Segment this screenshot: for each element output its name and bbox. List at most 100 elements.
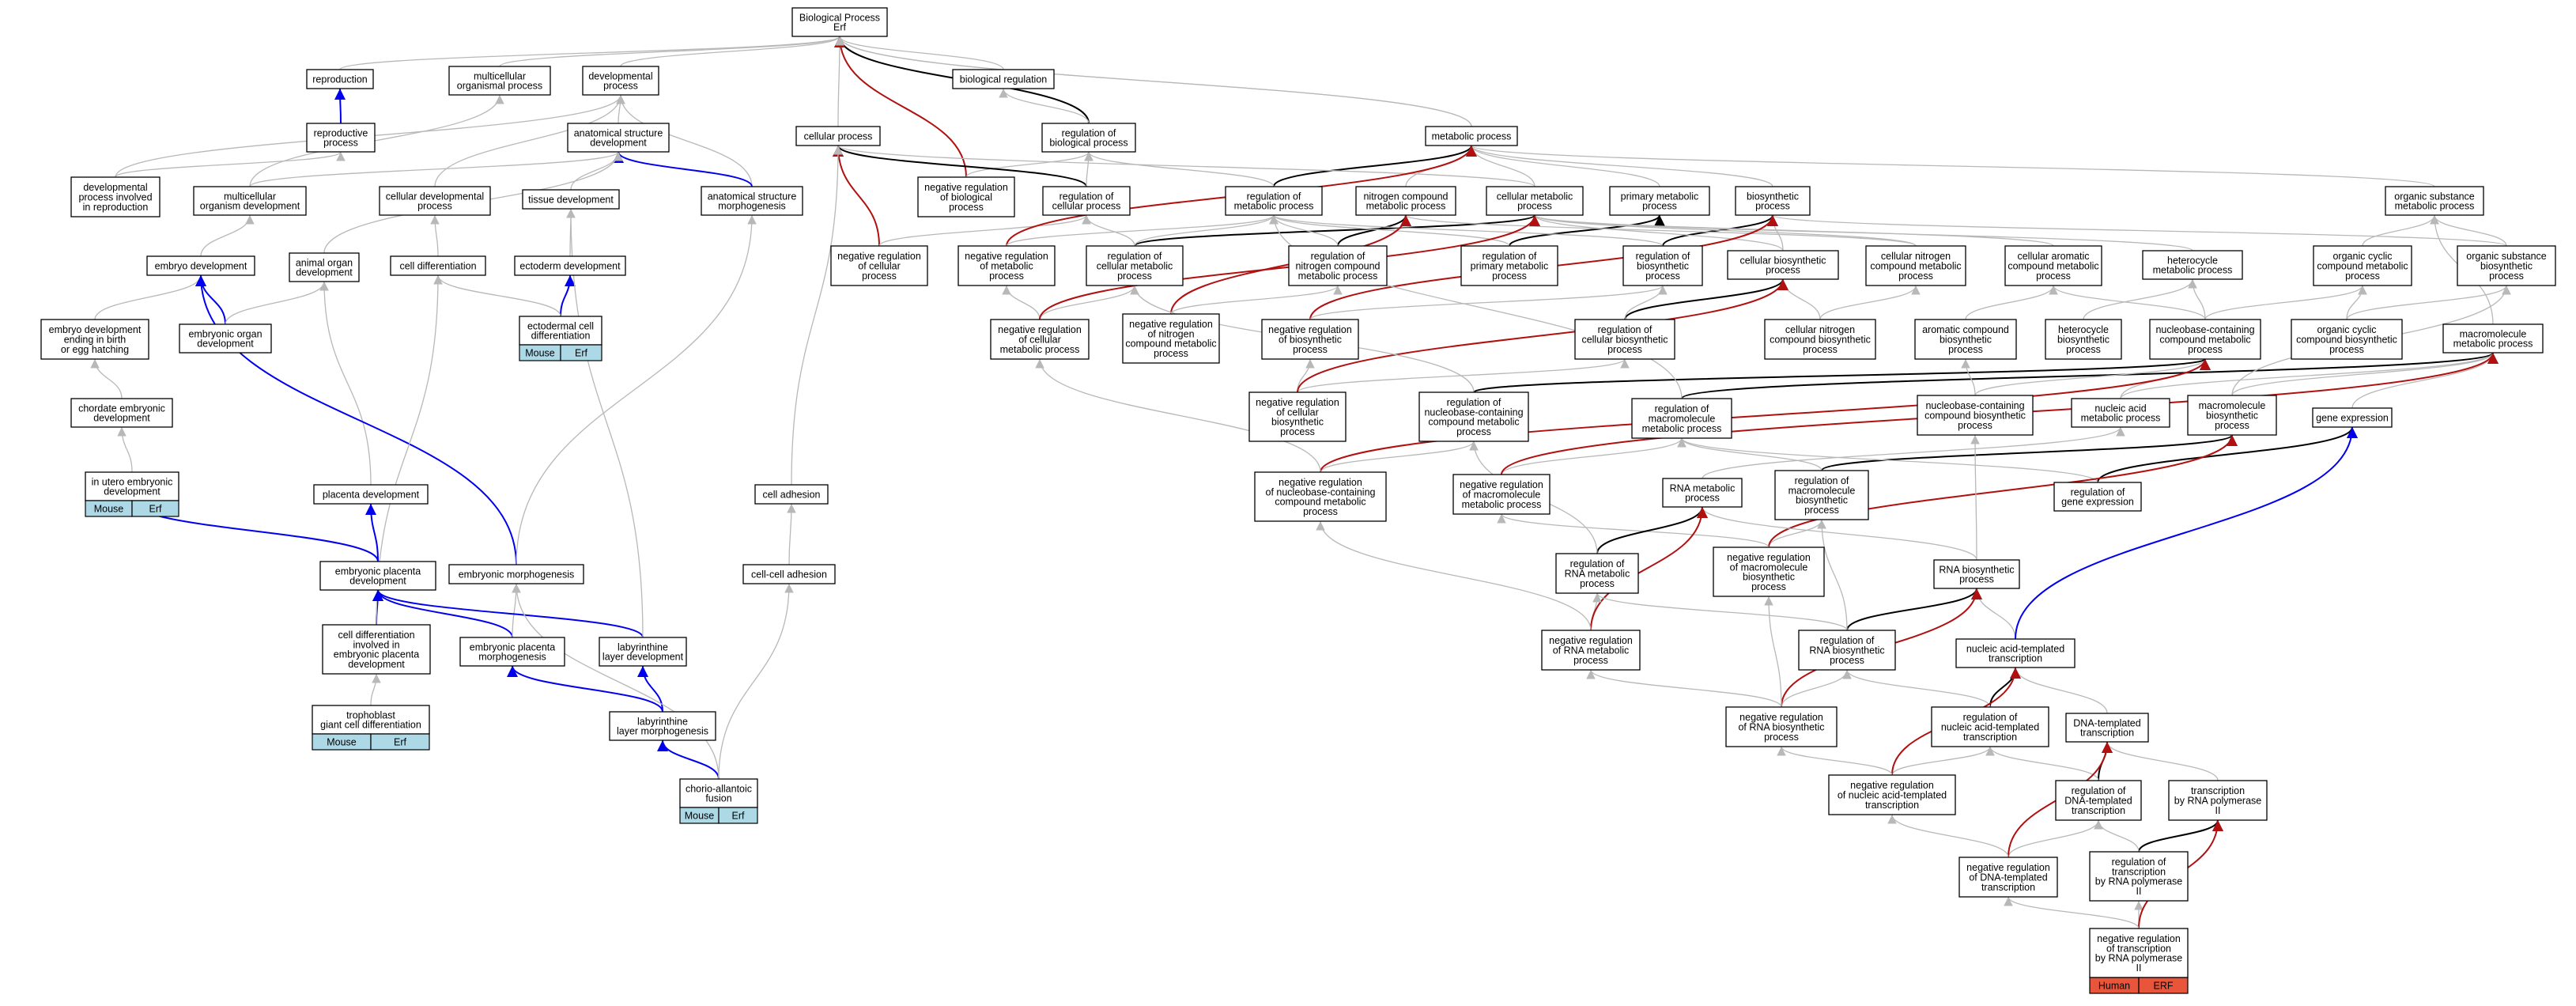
node-label-line: ectoderm development	[519, 261, 621, 272]
node-biological-regulation[interactable]: biological regulation	[952, 69, 1055, 89]
node-embryo-development[interactable]: embryo development	[146, 255, 255, 276]
node-cell-differentiation[interactable]: cell differentiation	[390, 255, 486, 276]
node-cellular-process[interactable]: cellular process	[795, 126, 881, 146]
node-label-line: cell adhesion	[763, 490, 821, 501]
node-regulation-of-macromolecule-bp[interactable]: regulation ofmacromoleculebiosyntheticpr…	[1774, 470, 1869, 520]
node-reproduction[interactable]: reproduction	[306, 69, 374, 89]
node-regulation-of-nucleobase-containing-mp[interactable]: regulation ofnucleobase-containingcompou…	[1418, 391, 1529, 442]
node-label-line: transcription	[2191, 785, 2245, 796]
node-cell-cell-adhesion[interactable]: cell-cell adhesion	[742, 564, 836, 584]
node-placenta-development[interactable]: placenta development	[313, 484, 429, 505]
node-embryonic-morphogenesis[interactable]: embryonic morphogenesis	[448, 564, 584, 584]
node-label-line: regulation of	[1062, 127, 1116, 138]
node-gene-expression[interactable]: gene expression	[2312, 407, 2393, 428]
gene-tag	[560, 344, 602, 361]
node-ectoderm-development[interactable]: ectoderm development	[514, 255, 626, 276]
node-metabolic-process[interactable]: metabolic process	[1425, 126, 1518, 146]
node-cell-adhesion[interactable]: cell adhesion	[754, 484, 829, 505]
node-tissue-development[interactable]: tissue development	[522, 189, 620, 210]
species-tag-label: Mouse	[94, 504, 124, 515]
node-label-line: process	[1303, 506, 1338, 517]
node-label-line: process	[417, 201, 452, 212]
